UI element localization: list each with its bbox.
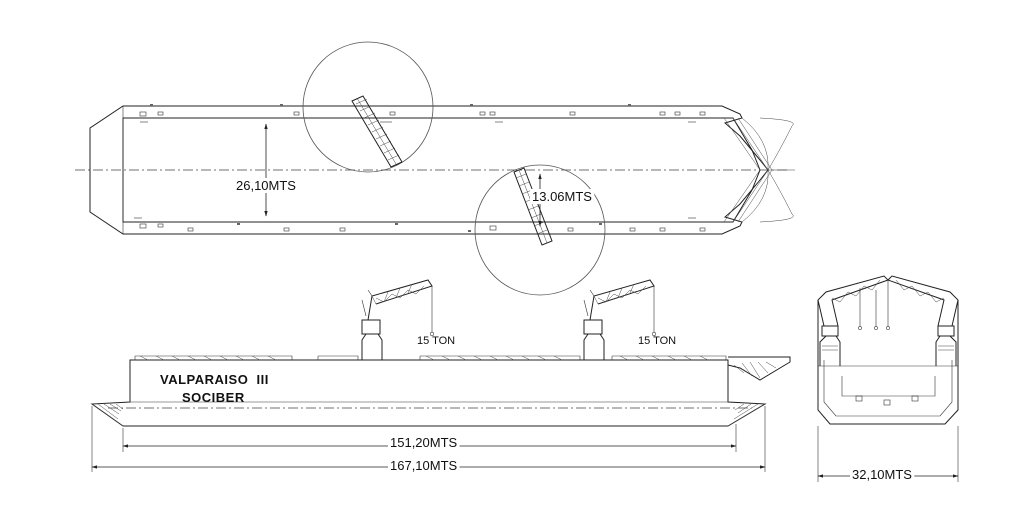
plan-deck-outline — [122, 117, 761, 223]
plan-fittings-top — [139, 104, 706, 123]
end-deck-cargo — [822, 345, 954, 351]
plan-hull-outline — [89, 105, 769, 235]
plan-ramp-hatch — [723, 117, 795, 223]
crane-capacity-label-2: 15 TON — [638, 335, 676, 347]
deck-crane-2 — [583, 279, 657, 360]
plan-view: 26,10MTS 13.06MTS — [75, 41, 795, 296]
side-hull-hatch — [91, 403, 766, 427]
end-crane-left — [817, 275, 890, 366]
beam-dimension-label: 26,10MTS — [236, 178, 296, 193]
dimension-label-backdrop — [388, 458, 460, 473]
vessel-name: VALPARAISO III — [160, 372, 269, 387]
vessel-owner: SOCIBER — [182, 390, 245, 405]
crane-boom-plan-2 — [513, 167, 553, 246]
end-crane-right — [874, 275, 959, 366]
dimension-label-backdrop — [850, 467, 915, 482]
deck-length-label: 151,20MTS — [390, 435, 458, 450]
dimension-label-backdrop — [530, 189, 595, 204]
overall-length-label: 167,10MTS — [390, 458, 458, 473]
side-deck-cargo — [134, 355, 791, 381]
end-view: 32,10MTS — [817, 275, 959, 482]
side-view: 15 TON 15 TON VALPARAISO III SOCIBER 151… — [90, 279, 791, 473]
plan-fittings-bottom — [134, 217, 706, 232]
end-width-label: 32,10MTS — [852, 467, 912, 482]
end-hull-outline — [817, 300, 959, 425]
deck-crane-1 — [361, 279, 435, 360]
dimension-label-backdrop — [388, 435, 460, 450]
dimension-label-backdrop — [234, 178, 299, 193]
crane-boom-plan-1 — [351, 95, 403, 168]
crane-swing-circle-2 — [474, 164, 606, 296]
radius-dimension-label: 13.06MTS — [532, 189, 592, 204]
crane-swing-circle-1 — [302, 41, 434, 173]
crane-capacity-label-1: 15 TON — [417, 335, 455, 347]
